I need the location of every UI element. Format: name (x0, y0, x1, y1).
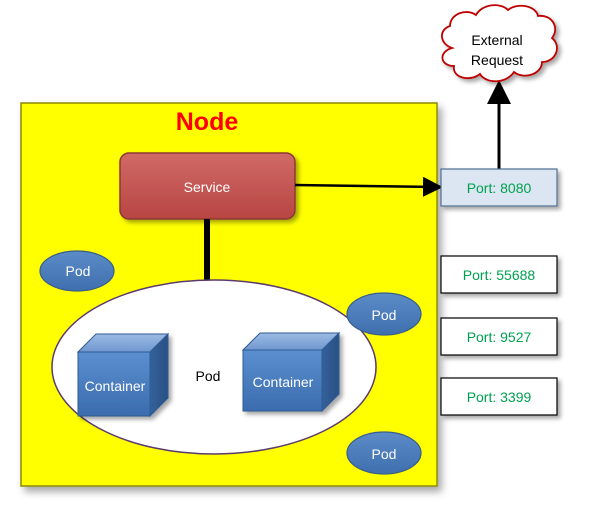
service-port-arrow (294, 176, 443, 197)
port-box-55688 (440, 255, 558, 294)
container-cube-right (241, 331, 341, 413)
pod-small-right-top-label: Pod (372, 307, 397, 323)
port-label-9527: Port: 9527 (467, 329, 532, 345)
port-label-55688: Port: 55688 (463, 267, 536, 283)
external-request-line2: Request (471, 52, 523, 68)
external-request-cloud-icon (441, 4, 558, 83)
service-label: Service (184, 179, 231, 195)
main-pod-label: Pod (196, 368, 221, 384)
container-cube-left (76, 332, 170, 418)
pod-small-left-label: Pod (66, 263, 91, 279)
pod-small-right-bottom (346, 431, 422, 475)
pod-small-left (39, 250, 115, 292)
node-title: Node (176, 108, 239, 136)
container-label-left: Container (85, 378, 146, 394)
port-box-8080 (440, 168, 558, 207)
external-request-line1: External (471, 32, 522, 48)
port-label-3399: Port: 3399 (467, 389, 532, 405)
port-box-9527 (440, 317, 558, 356)
port-box-3399 (440, 377, 558, 416)
container-label-right: Container (253, 374, 314, 390)
pod-small-right-bottom-label: Pod (372, 446, 397, 462)
port-label-8080: Port: 8080 (467, 180, 532, 196)
pod-small-right-top (346, 292, 422, 336)
